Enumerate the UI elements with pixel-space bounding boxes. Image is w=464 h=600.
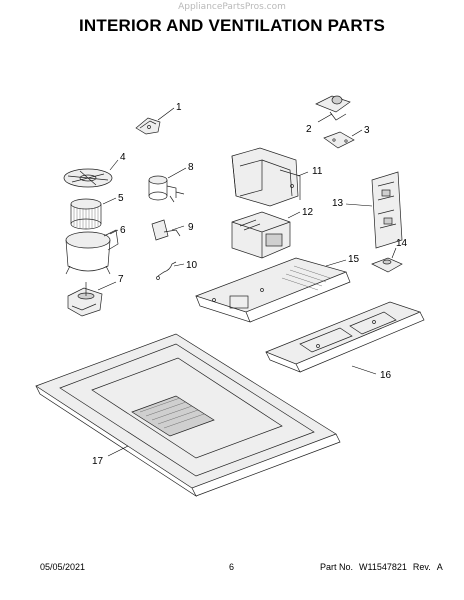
footer-date: 05/05/2021 [40, 562, 86, 572]
part-12-transformer[interactable] [231, 211, 291, 259]
callout-9: 9 [188, 222, 194, 233]
footer-part-info: Part No. W11547821 Rev. A [320, 562, 449, 572]
callout-5: 5 [118, 193, 124, 204]
callout-8: 8 [188, 162, 194, 173]
callout-2: 2 [306, 124, 312, 135]
callout-6: 6 [120, 225, 126, 236]
part-5-blower-wheel[interactable] [70, 198, 102, 230]
part-6-blower-housing[interactable] [65, 229, 119, 275]
callout-16: 16 [380, 370, 392, 381]
part-16-base-frame[interactable] [265, 301, 425, 373]
part-2-thermostat[interactable] [315, 95, 351, 121]
revision: A [436, 562, 443, 572]
revision-label: Rev. [412, 562, 431, 572]
part-9-diode[interactable] [151, 219, 181, 241]
callout-7: 7 [118, 274, 124, 285]
callout-14: 14 [396, 238, 408, 249]
part-3-plate[interactable] [323, 131, 355, 149]
part-14-switch[interactable] [371, 257, 403, 273]
part-1-bracket[interactable] [135, 117, 161, 135]
callout-12: 12 [302, 207, 314, 218]
callout-17: 17 [92, 456, 104, 467]
callout-13: 13 [332, 198, 344, 209]
part-11-air-duct[interactable] [231, 147, 301, 207]
part-17-cavity-floor[interactable] [35, 333, 341, 498]
part-4-fan-cover[interactable] [63, 168, 113, 188]
callout-10: 10 [186, 260, 198, 271]
callout-1: 1 [176, 102, 182, 113]
part-8-capacitor[interactable] [148, 175, 185, 203]
footer-page-number: 6 [229, 562, 235, 572]
callout-11: 11 [312, 166, 323, 177]
page-title: INTERIOR AND VENTILATION PARTS [78, 16, 385, 35]
callout-3: 3 [364, 125, 370, 136]
part-7-motor[interactable] [67, 282, 103, 317]
watermark: AppliancePartsPros.com [178, 2, 286, 12]
part-number: W11547821 [359, 562, 407, 572]
callout-4: 4 [120, 152, 126, 163]
part-10-sensor-wire[interactable] [156, 261, 177, 280]
part-13-control-bracket[interactable] [371, 171, 403, 249]
part-15-mounting-plate[interactable] [194, 257, 351, 323]
callout-15: 15 [348, 254, 360, 265]
part-number-label: Part No. [320, 562, 354, 572]
